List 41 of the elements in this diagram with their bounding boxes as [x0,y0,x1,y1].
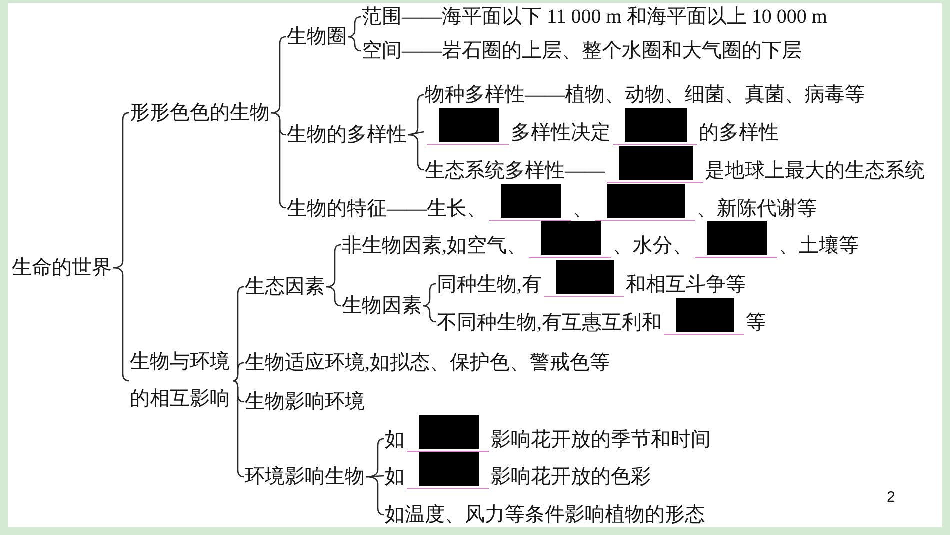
concept-text: 、水分、 [613,234,693,258]
concept-label: 形形色色的生物 [130,101,270,125]
brace-line [348,16,362,38]
concept-label: 物种多样性——植物、动物、细菌、真菌、病毒等 [425,83,865,107]
concept-text: 等 [746,311,766,335]
concept-label: 如温度、风力等条件影响植物的形态 [385,503,705,527]
concept-text: 的多样性 [699,121,779,145]
brace-line [348,36,362,52]
concept-text: 非生物因素,如空气、 [342,234,527,258]
concept-label: 生物适应环境,如拟态、保护色、警戒色等 [245,351,610,375]
brace-line [422,283,436,307]
concept-text: 是地球上最大的生态系统 [705,159,925,183]
concept-text: 、新陈代谢等 [697,197,817,221]
concept-label: 环境影响生物 [245,465,365,489]
concept-label: 生命的世界 [12,256,112,280]
concept-text: 影响花开放的色彩 [491,465,651,489]
brace-line [408,131,424,136]
concept-label: 空间——岩石圈的上层、整个水圈和大气圈的下层 [362,39,802,63]
concept-text: 同种生物,有 [437,273,542,297]
concept-label: 生物因素 [342,294,422,318]
concept-label: 生物与环境的相互影响 [130,344,232,418]
concept-text: 生态系统多样性—— [425,159,605,183]
brace-line [326,286,342,307]
concept-text: 和相互斗争等 [626,273,746,297]
brace-line [422,305,436,323]
concept-label: 范围——海平面以下 11 000 m 和海平面以上 10 000 m [362,5,828,29]
brace-line [366,475,384,478]
page-number: 2 [887,489,896,507]
concept-text: 影响花开放的季节和时间 [491,428,711,452]
concept-label: 生物影响环境 [245,390,365,414]
concept-text: 多样性决定 [511,121,611,145]
concept-text: 如 [385,428,405,452]
concept-text: 、 [573,197,593,221]
concept-label: 生物圈 [287,25,347,49]
concept-label: 生物的多样性 [287,123,407,147]
concept-text: 如 [385,465,405,489]
concept-text: 、土壤等 [779,234,859,258]
concept-text: 生物的特征——生长、 [287,197,487,221]
concept-label: 生态因素 [245,275,325,299]
brace-line [232,362,244,382]
concept-text: 不同种生物,有互惠互利和 [437,311,662,335]
